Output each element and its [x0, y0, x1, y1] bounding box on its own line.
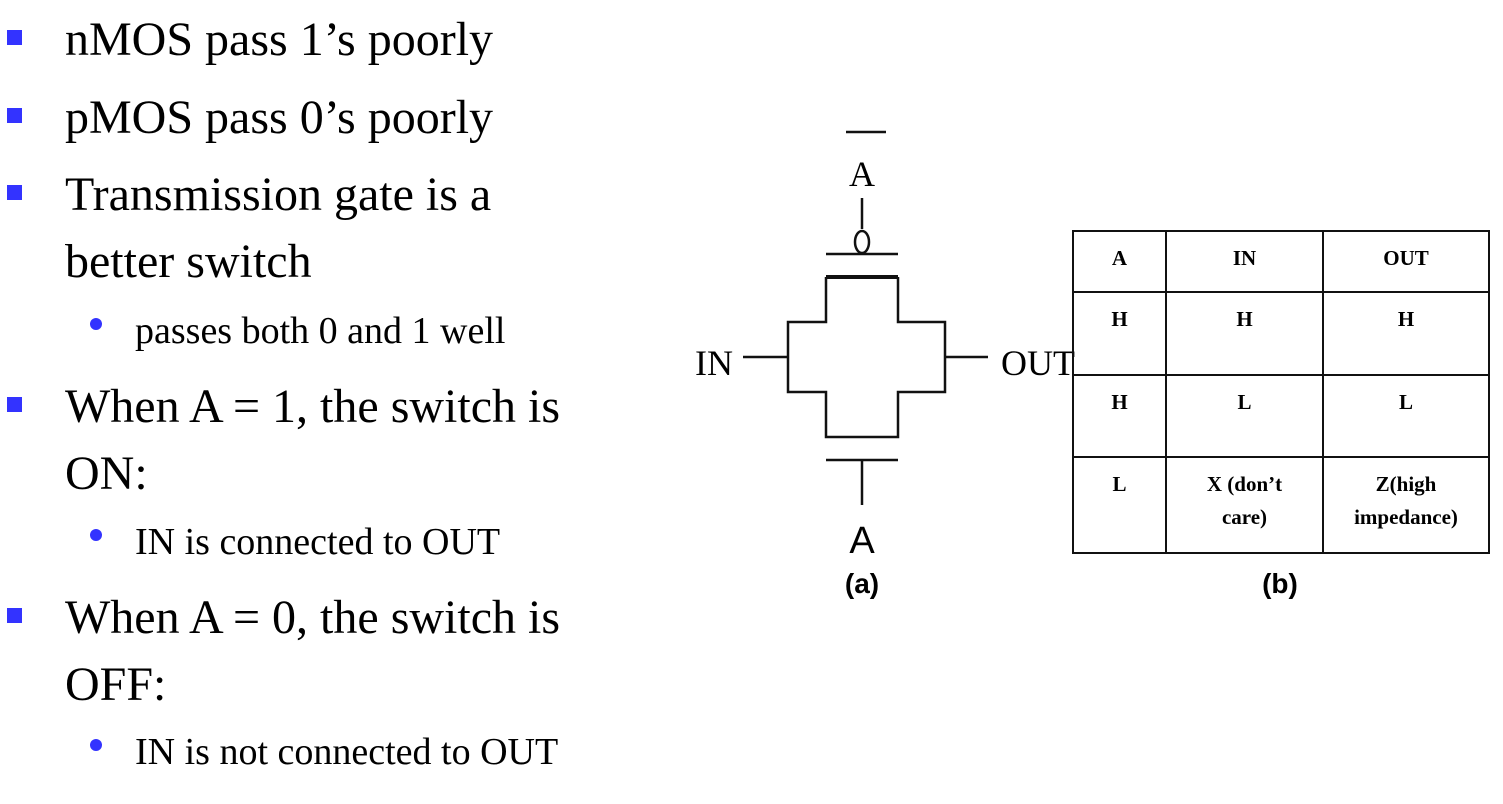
gate-top-label: A [849, 154, 875, 194]
table-header-row: A IN OUT [1072, 230, 1490, 293]
header-cell: IN [1165, 230, 1324, 293]
bullet-text: better switch [65, 235, 312, 288]
header-cell: A [1072, 230, 1167, 293]
sub-bullet-dot-icon [90, 739, 102, 751]
diagram-caption: (a) [845, 568, 879, 599]
table-cell: H [1165, 291, 1324, 376]
gate-body [786, 277, 947, 439]
table-cell: L [1165, 374, 1324, 458]
bullet-text: When A = 1, the switch is [65, 380, 561, 433]
table-cell: H [1072, 291, 1167, 376]
table-cell: L [1072, 456, 1167, 554]
table-caption: (b) [1262, 568, 1298, 599]
bullet-square-icon [7, 108, 22, 123]
gate-bottom-label: A [849, 520, 875, 562]
bullet-text: pMOS pass 0’s poorly [65, 91, 494, 144]
table-cell: H [1072, 374, 1167, 458]
bullet-text: nMOS pass 1’s poorly [65, 13, 494, 66]
bullet-text: ON: [65, 447, 148, 500]
sub-bullet-dot-icon [90, 318, 102, 330]
table-row: H L L [1072, 374, 1490, 458]
sub-bullet-text: IN is connected to OUT [135, 521, 501, 563]
table-row: L X (don’t care) Z(high impedance) [1072, 456, 1490, 554]
table-row: H H H [1072, 291, 1490, 376]
sub-bullet-text: passes both 0 and 1 well [135, 310, 506, 352]
table-cell: Z(high impedance) [1322, 456, 1490, 554]
bullet-text: OFF: [65, 658, 167, 711]
input-label: IN [695, 343, 733, 383]
table-cell: L [1322, 374, 1490, 458]
truth-table: A IN OUT H H H H L L L X (don’t care) Z(… [1072, 230, 1490, 554]
bullet-square-icon [7, 185, 22, 200]
table-cell: X (don’t care) [1165, 456, 1324, 554]
table-cell: H [1322, 291, 1490, 376]
header-cell: OUT [1322, 230, 1490, 293]
bullet-text: Transmission gate is a [65, 168, 492, 221]
bullet-square-icon [7, 397, 22, 412]
bullet-square-icon [7, 608, 22, 623]
inversion-bubble [853, 229, 871, 255]
bullet-text: When A = 0, the switch is [65, 591, 561, 644]
bullet-square-icon [7, 30, 22, 45]
output-label: OUT [1001, 343, 1075, 383]
sub-bullet-dot-icon [90, 529, 102, 541]
sub-bullet-text: IN is not connected to OUT [135, 731, 559, 773]
